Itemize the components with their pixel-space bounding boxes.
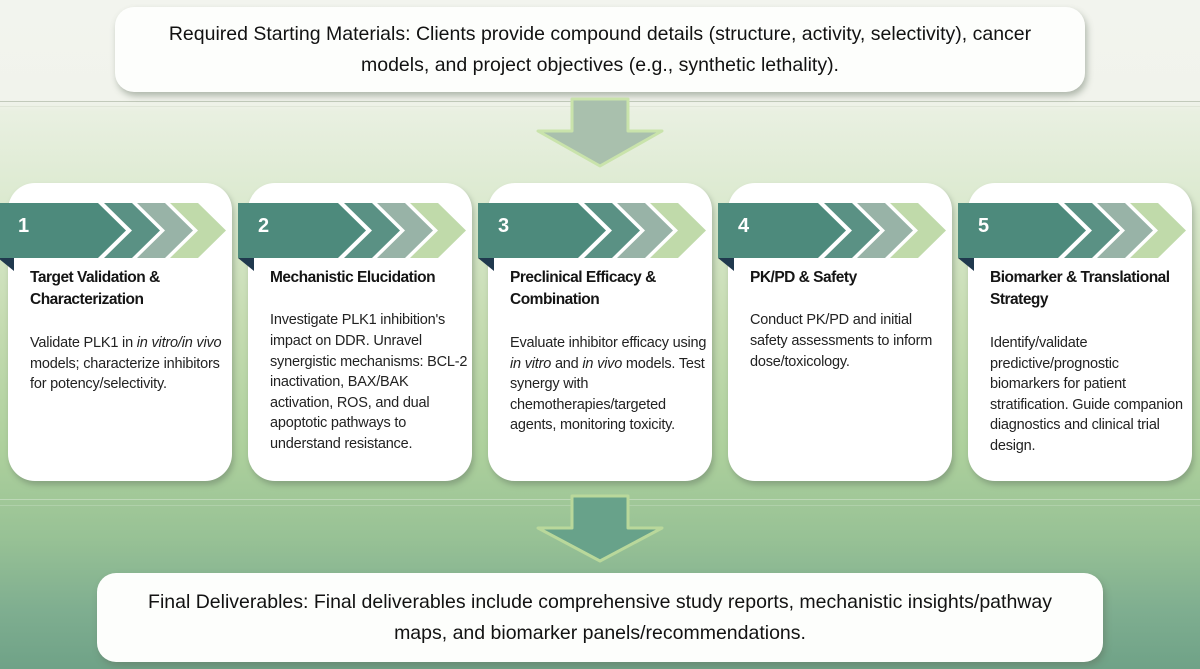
stage-description: Evaluate inhibitor efficacy using in vit… <box>510 334 707 434</box>
stage-chevron-band: 4 <box>718 203 952 258</box>
final-deliverables-text: Final Deliverables: Final deliverables i… <box>148 590 1052 644</box>
ribbon-fold-icon <box>238 258 254 271</box>
stage-card-5: 5 Biomarker & Translational Strategy Ide… <box>958 183 1192 481</box>
chevron-arrows-icon <box>0 203 226 258</box>
stage-title: Preclinical Efficacy & Combination <box>510 269 656 309</box>
stage-number: 1 <box>18 215 30 237</box>
required-materials-text: Required Starting Materials: Clients pro… <box>168 22 1032 76</box>
stage-card-3: 3 Preclinical Efficacy & Combination Eva… <box>478 183 712 481</box>
stage-card-2: 2 Mechanistic Elucidation Investigate PL… <box>238 183 472 481</box>
stage-chevron-band: 5 <box>958 203 1192 258</box>
down-arrow-top-icon <box>536 97 664 168</box>
stage-number: 2 <box>258 215 270 237</box>
stage-title: Biomarker & Translational Strategy <box>990 269 1170 309</box>
stage-card-4: 4 PK/PD & Safety Conduct PK/PD and initi… <box>718 183 952 481</box>
stage-title: Target Validation & Characterization <box>30 269 160 309</box>
chevron-arrows-icon <box>238 203 466 258</box>
ribbon-fold-icon <box>478 258 494 271</box>
stage-title: Mechanistic Elucidation <box>270 269 436 286</box>
required-materials-banner: Required Starting Materials: Clients pro… <box>115 7 1085 92</box>
stage-description: Validate PLK1 in in vitro/in vivo models… <box>30 334 222 393</box>
stage-number: 4 <box>738 215 750 237</box>
stage-description: Investigate PLK1 inhibition's impact on … <box>270 312 468 452</box>
ribbon-fold-icon <box>958 258 974 271</box>
stage-card-1: 1 Target Validation & Characterization V… <box>0 183 232 481</box>
stage-chevron-band: 1 <box>0 203 232 258</box>
stage-description: Conduct PK/PD and initial safety assessm… <box>750 312 933 370</box>
final-deliverables-banner: Final Deliverables: Final deliverables i… <box>97 573 1103 662</box>
ribbon-fold-icon <box>0 258 14 271</box>
stage-title: PK/PD & Safety <box>750 269 857 286</box>
chevron-arrows-icon <box>478 203 706 258</box>
stage-number: 3 <box>498 215 510 237</box>
ribbon-fold-icon <box>718 258 734 271</box>
chevron-arrows-icon <box>958 203 1186 258</box>
stage-chevron-band: 2 <box>238 203 472 258</box>
stage-number: 5 <box>978 215 990 237</box>
chevron-arrows-icon <box>718 203 946 258</box>
stage-chevron-band: 3 <box>478 203 712 258</box>
down-arrow-bottom-icon <box>536 494 664 563</box>
stage-description: Identify/validate predictive/prognostic … <box>990 334 1183 454</box>
